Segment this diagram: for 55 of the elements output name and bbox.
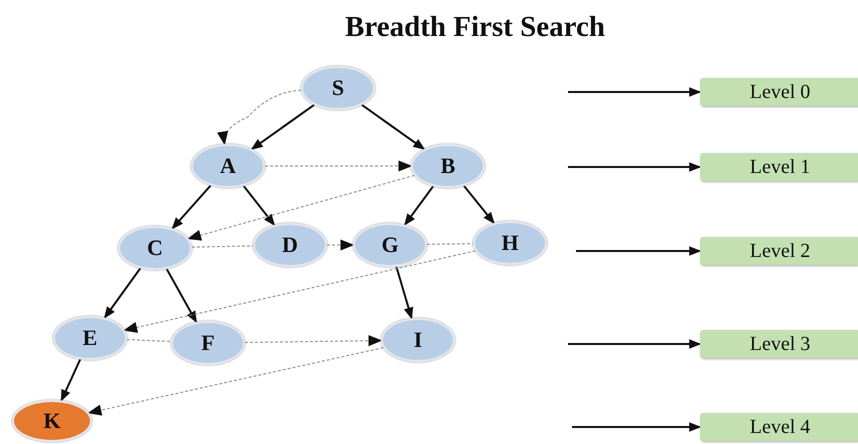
diagram-title: Breadth First Search xyxy=(344,10,606,45)
node-label: F xyxy=(201,332,215,354)
level-label: Level 1 xyxy=(750,157,810,177)
level-box xyxy=(700,237,858,265)
level-box xyxy=(700,413,858,441)
arrow xyxy=(361,104,426,150)
level-box xyxy=(700,78,858,106)
arrow xyxy=(404,186,434,226)
graph-node xyxy=(191,144,265,188)
graph-node xyxy=(411,144,485,188)
graph-node xyxy=(53,316,127,360)
level-label: Level 0 xyxy=(750,82,810,102)
level-box xyxy=(700,330,858,358)
graph-node xyxy=(253,223,327,267)
node-label: I xyxy=(414,329,422,351)
arrow xyxy=(60,358,82,402)
level-label: Level 3 xyxy=(750,334,810,354)
arrow xyxy=(568,87,702,97)
arrow xyxy=(395,266,414,320)
traversal-arrow xyxy=(244,335,382,346)
arrow xyxy=(250,104,315,150)
node-label: S xyxy=(332,77,344,99)
node-label: H xyxy=(501,232,519,254)
arrow xyxy=(568,162,702,172)
level-label: Level 4 xyxy=(750,417,810,437)
graph-node xyxy=(353,223,427,267)
graph-node xyxy=(381,318,455,362)
graph-node xyxy=(118,226,192,270)
node-label: A xyxy=(220,155,236,177)
arrow xyxy=(568,339,702,349)
arrow xyxy=(166,268,198,324)
node-label: E xyxy=(82,327,98,349)
arrow xyxy=(172,184,212,230)
node-label: C xyxy=(147,237,163,259)
graph-node xyxy=(171,321,245,365)
level-label: Level 2 xyxy=(750,241,810,261)
arrow xyxy=(104,268,142,319)
node-label: G xyxy=(381,234,399,256)
traversal-arrow xyxy=(88,347,384,416)
traversal-arrow xyxy=(326,239,354,251)
traversal-arrow xyxy=(123,250,476,333)
node-label: B xyxy=(440,155,456,177)
graph-node xyxy=(473,221,547,265)
arrow xyxy=(576,246,702,256)
node-label: K xyxy=(43,410,61,432)
arrow xyxy=(572,422,702,432)
arrow xyxy=(463,185,495,224)
traversal-arrow xyxy=(264,160,412,172)
graph-node xyxy=(301,66,375,110)
arrow xyxy=(242,185,276,226)
traversal-arrow xyxy=(218,90,302,146)
node-label: D xyxy=(282,234,298,256)
traversal-arrow xyxy=(187,174,416,241)
goal-node xyxy=(12,400,92,442)
level-box xyxy=(700,153,858,181)
